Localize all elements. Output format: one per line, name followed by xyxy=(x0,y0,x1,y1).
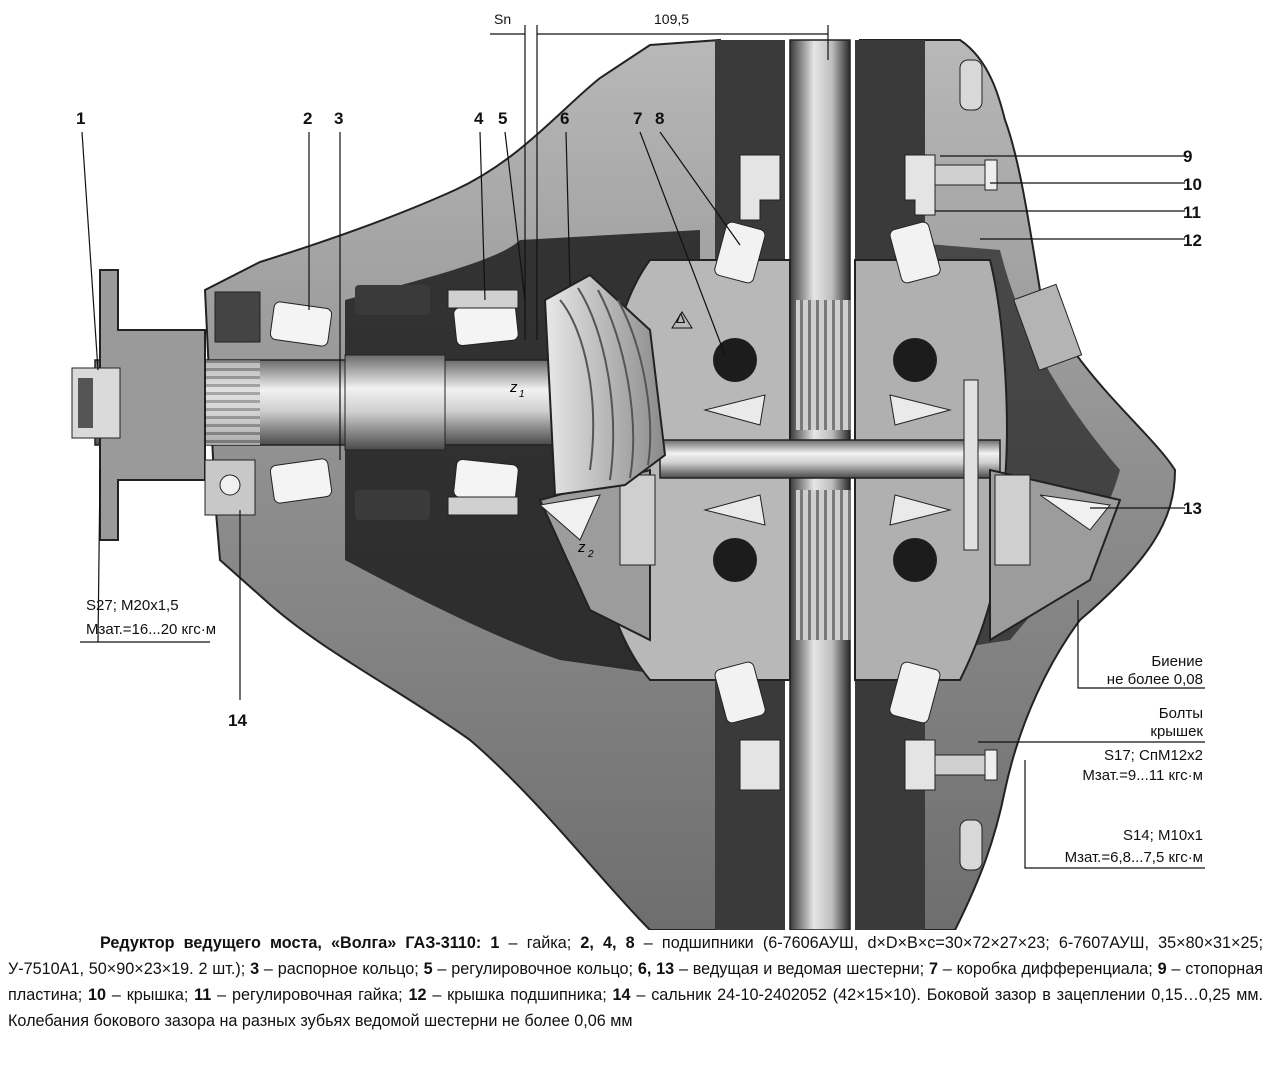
sn-label: Sn xyxy=(494,11,511,27)
caption-item-7-num: 7 xyxy=(928,960,938,978)
callout-8: 8 xyxy=(655,109,664,128)
caption-item-9-text: – стопорная пластина; xyxy=(8,960,1264,1004)
caption-item-12-text: – крышка подшипника; xyxy=(426,986,613,1004)
bolt2-torque: Mзат.=6,8...7,5 кгс·м xyxy=(1065,849,1203,866)
ring-teeth-sub: 2 xyxy=(587,549,594,560)
bolts-torque: Mзат.=9...11 кгс·м xyxy=(1082,767,1203,784)
caption-item-10-num: 10 xyxy=(88,986,107,1004)
bolt2-spec: S14; M10x1 xyxy=(1123,827,1203,844)
caption-item-11-num: 11 xyxy=(194,986,212,1004)
caption-item-9-num: 9 xyxy=(1157,960,1167,978)
caption-item-1-text: – гайка; xyxy=(499,934,581,952)
caption-item-2-text: – подшипники (6-7606АУШ, d×D×B×c=30×72×2… xyxy=(8,934,1263,978)
callout-6: 6 xyxy=(560,109,569,128)
caption-item-7-text: – коробка дифференциала; xyxy=(937,960,1158,978)
oil-seal xyxy=(204,291,261,516)
callout-5: 5 xyxy=(498,109,507,128)
nut-spec: S27; M20x1,5 xyxy=(86,597,179,614)
caption-item-6-text: – ведущая и ведомая шестерни; xyxy=(674,960,929,978)
callout-13: 13 xyxy=(1183,499,1202,518)
caption-item-14-num: 14 xyxy=(612,986,631,1004)
ring-teeth-label: z xyxy=(577,539,586,556)
callout-12: 12 xyxy=(1183,231,1202,250)
callout-2: 2 xyxy=(303,109,312,128)
differential-bearings xyxy=(714,154,941,791)
callout-7: 7 xyxy=(633,109,642,128)
caption-item-5-text: – регулировочное кольцо; xyxy=(432,960,638,978)
caption-item-12-num: 12 xyxy=(408,986,427,1004)
runout-label: Биение xyxy=(1151,653,1203,670)
caption-item-2-num: 2, 4, 8 xyxy=(580,934,635,952)
caption-item-5-num: 5 xyxy=(423,960,433,978)
dimension-lines xyxy=(490,25,829,340)
drive-flange xyxy=(71,269,206,541)
caption-item-10-text: – крышка; xyxy=(106,986,195,1004)
delta-marker xyxy=(671,311,693,329)
figure-caption: Редуктор ведущего моста, «Волга» ГАЗ-311… xyxy=(8,930,1263,1034)
runout-value: не более 0,08 xyxy=(1107,671,1203,688)
caption-item-11-text: – регулировочная гайка; xyxy=(211,986,409,1004)
cover-bolts xyxy=(619,59,1083,871)
callout-1: 1 xyxy=(76,109,85,128)
caption-item-14-text: – сальник 24-10-2402052 (42×15×10). Боко… xyxy=(8,986,1264,1030)
differential-pin xyxy=(659,439,1001,479)
pinion-bearings xyxy=(269,285,519,520)
bolts-label: Болты xyxy=(1159,705,1203,722)
leader-lines xyxy=(80,131,1205,869)
caption-item-6-num: 6, 13 xyxy=(637,960,675,978)
callout-10: 10 xyxy=(1183,175,1202,194)
callout-11: 11 xyxy=(1183,203,1201,222)
caption-item-3-text: – распорное кольцо; xyxy=(259,960,424,978)
pinion-teeth-label: z xyxy=(509,379,518,396)
delta-label: Δ xyxy=(676,310,685,326)
callout-14: 14 xyxy=(228,711,247,730)
drive-pinion xyxy=(543,273,667,497)
nut-torque: Mзат.=16...20 кгс·м xyxy=(86,621,216,638)
bolts-label-2: крышек xyxy=(1150,723,1203,740)
callout-3: 3 xyxy=(334,109,343,128)
caption-title: Редуктор ведущего моста, «Волга» ГАЗ-311… xyxy=(100,934,482,952)
caption-item-3-num: 3 xyxy=(250,960,260,978)
caption-item-1-num: 1 xyxy=(490,934,500,952)
gear-reducer-diagram: Sn 109,5 Δ z 1 z 2 1 2 3 4 5 6 7 8 9 10 … xyxy=(71,11,1205,930)
pinion-teeth-sub: 1 xyxy=(519,389,525,400)
callout-4: 4 xyxy=(474,109,484,128)
width-dimension-label: 109,5 xyxy=(654,11,689,27)
lock-pin xyxy=(963,379,979,551)
callout-9: 9 xyxy=(1183,147,1192,166)
bolts-spec: S17; CпM12x2 xyxy=(1104,747,1203,764)
